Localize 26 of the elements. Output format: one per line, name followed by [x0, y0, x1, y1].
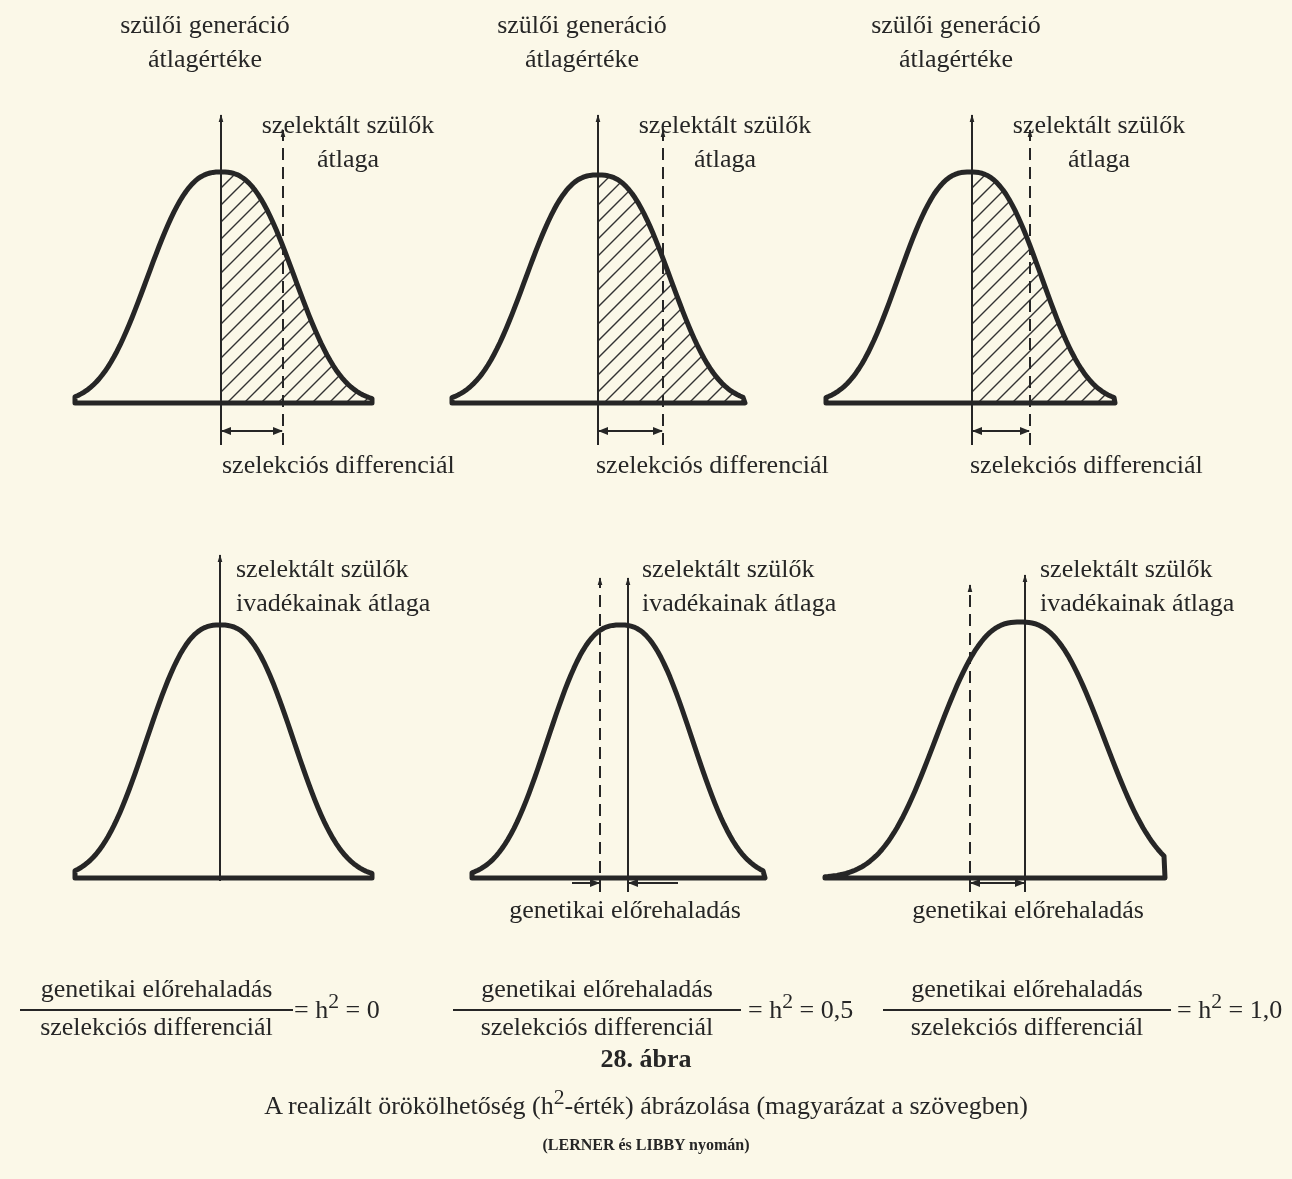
- axis-label: szelektált szülők átlaga: [1011, 109, 1187, 175]
- fraction-numerator: genetikai előrehaladás: [480, 973, 714, 1005]
- dimension-label: szelekciós differenciál: [222, 449, 456, 481]
- axis-label: szelektált szülők ivadékainak átlaga: [1040, 553, 1236, 619]
- figure-title: 28. ábra: [599, 1043, 693, 1075]
- axis-label: szelektált szülők átlaga: [637, 109, 813, 175]
- equation-result: = h$^{2}$ = 1,0: [1177, 988, 1284, 1026]
- figure-caption: A realizált örökölhetőség (h$^{2}$-érték) ábrázolása (magyarázat a szövegben): [263, 1084, 1029, 1122]
- dimension-label: szelekciós differenciál: [970, 449, 1204, 481]
- fraction-denominator: szelekciós differenciál: [909, 1011, 1145, 1043]
- equation-result: = h$^{2}$ = 0: [294, 988, 381, 1026]
- fraction-denominator: szelekciós differenciál: [39, 1011, 274, 1043]
- axis-label: szülői generáció átlagértéke: [119, 9, 291, 75]
- source-note: (LERNER és LIBBY nyomán): [541, 1135, 751, 1156]
- dimension-label: szelekciós differenciál: [596, 449, 830, 481]
- axis-label: szelektált szülők ivadékainak átlaga: [642, 553, 838, 619]
- axis-label: szelektált szülők ivadékainak átlaga: [236, 553, 432, 619]
- axis-label: szelektált szülők átlaga: [260, 109, 436, 175]
- axis-label: szülői generáció átlagértéke: [496, 9, 668, 75]
- equation-result: = h$^{2}$ = 0,5: [748, 988, 855, 1026]
- fraction-denominator: szelekciós differenciál: [479, 1011, 715, 1043]
- fraction-numerator: genetikai előrehaladás: [39, 973, 274, 1005]
- dimension-label: genetikai előrehaladás: [911, 894, 1145, 926]
- axis-label: szülői generáció átlagértéke: [870, 9, 1042, 75]
- dimension-label: genetikai előrehaladás: [508, 894, 742, 926]
- fraction-numerator: genetikai előrehaladás: [910, 973, 1144, 1005]
